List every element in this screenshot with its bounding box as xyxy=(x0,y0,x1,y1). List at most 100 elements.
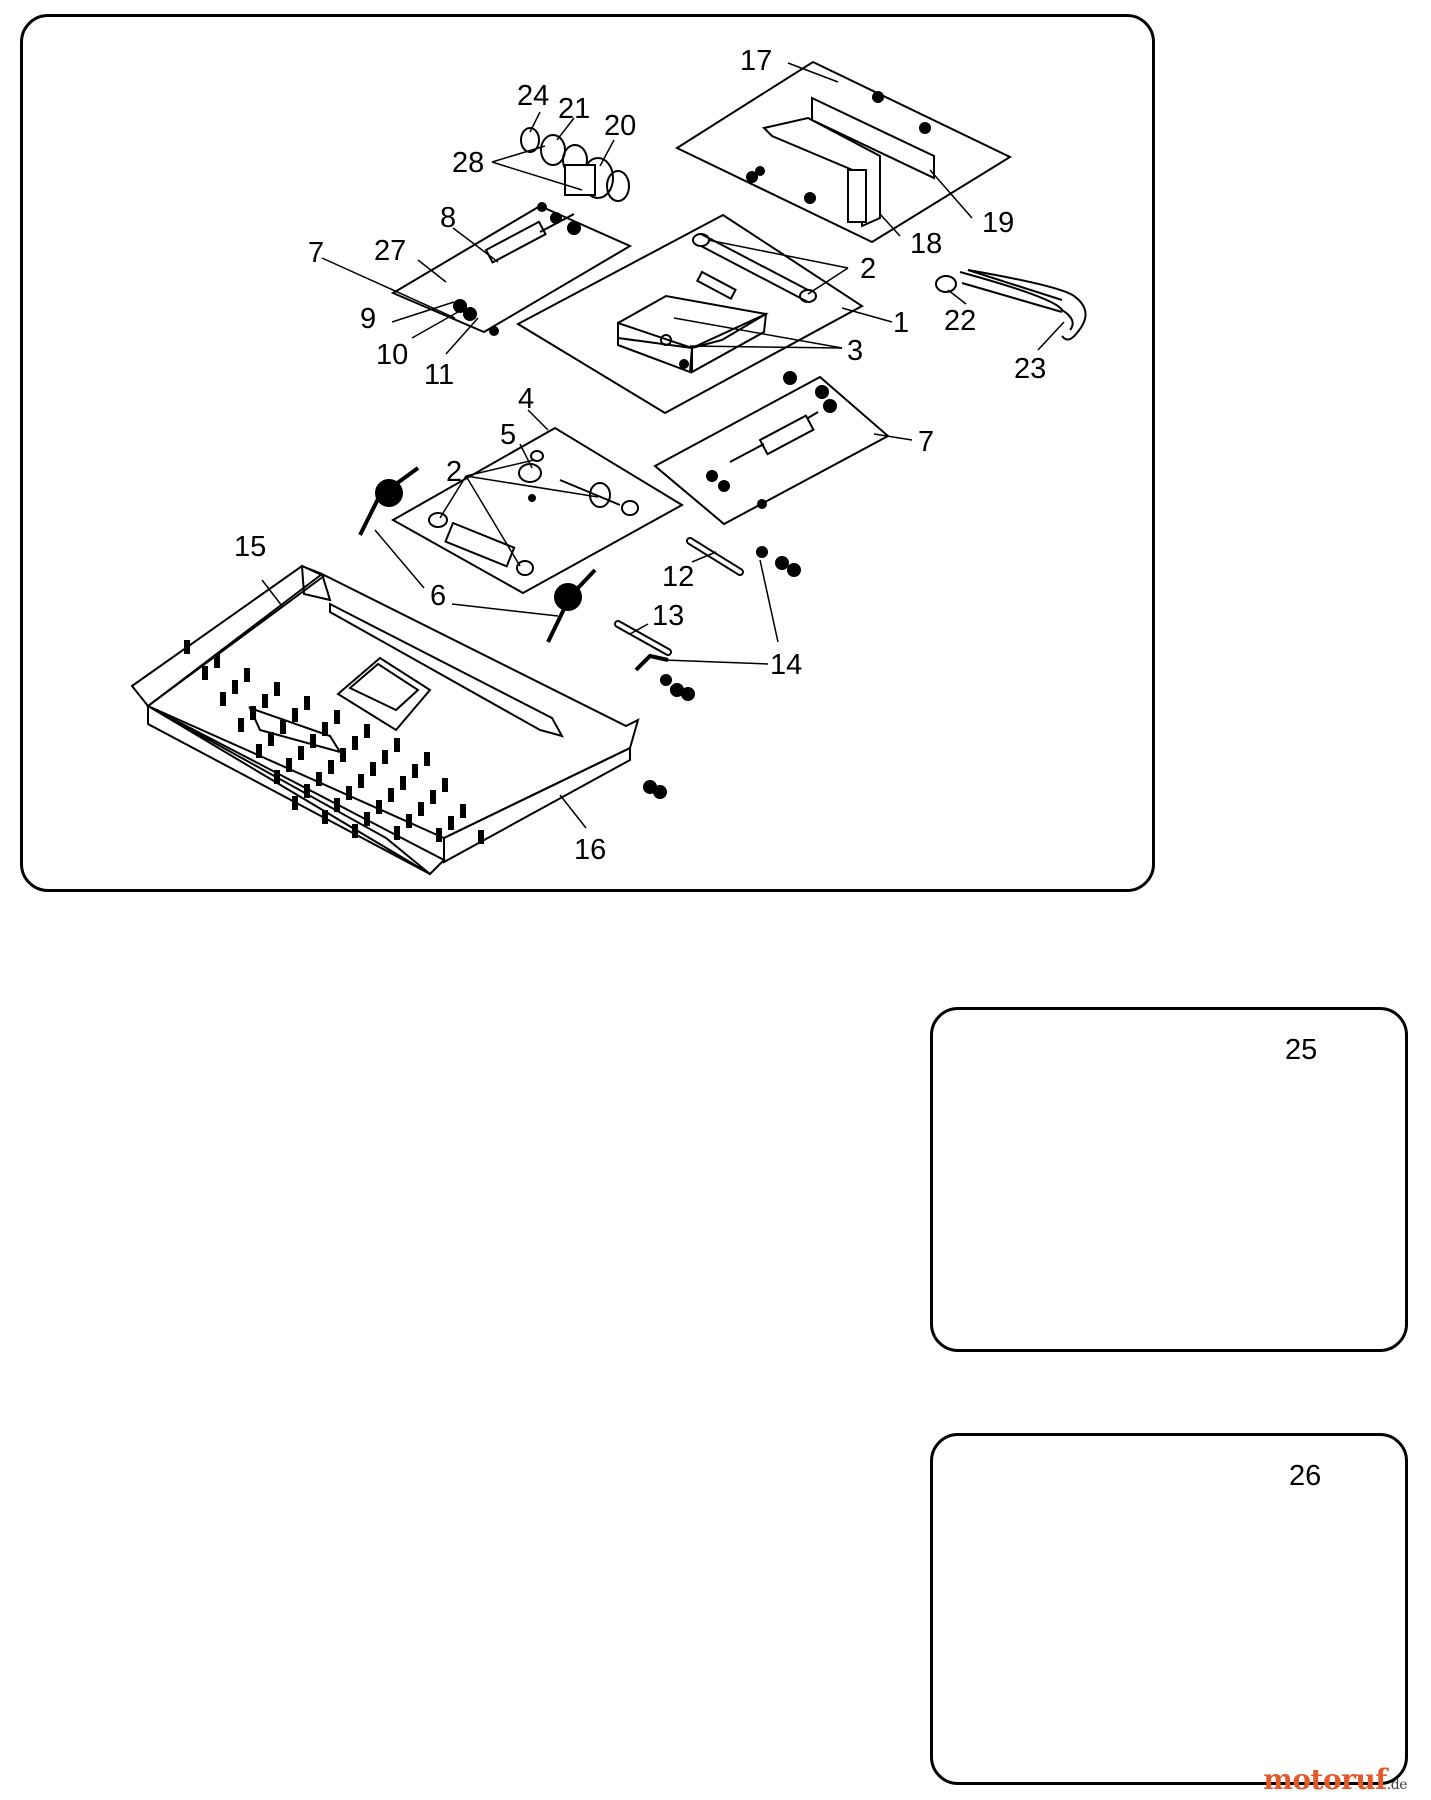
tread-stud xyxy=(352,736,358,750)
callout-11: 11 xyxy=(424,359,454,391)
tread-stud xyxy=(250,706,256,720)
plate-1 xyxy=(515,213,864,415)
callout-21: 21 xyxy=(558,93,590,125)
tread-stud xyxy=(394,826,400,840)
tread-stud xyxy=(340,748,346,762)
callout-8: 8 xyxy=(440,202,456,234)
callout-9: 9 xyxy=(360,303,376,335)
hook-rod-23 xyxy=(935,269,1087,341)
tread-stud xyxy=(268,732,274,746)
tread-stud xyxy=(292,708,298,722)
tread-stud xyxy=(358,774,364,788)
tread-stud xyxy=(334,710,340,724)
tread-stud xyxy=(334,798,340,812)
callout-7-upper: 7 xyxy=(308,237,324,269)
callout-19: 19 xyxy=(982,207,1014,239)
tread-stud xyxy=(382,750,388,764)
tread-stud xyxy=(238,718,244,732)
housing-part-1 xyxy=(617,233,817,374)
tread-stud xyxy=(202,666,208,680)
axle-parts-2-5 xyxy=(428,450,639,576)
callout-22: 22 xyxy=(944,305,976,337)
callout-23: 23 xyxy=(1014,353,1046,385)
tread-stud xyxy=(328,760,334,774)
tread-stud xyxy=(316,772,322,786)
tread-stud xyxy=(214,654,220,668)
callout-28: 28 xyxy=(452,147,484,179)
callout-7-lower: 7 xyxy=(918,426,934,458)
tread-stud xyxy=(322,722,328,736)
tread-stud xyxy=(304,784,310,798)
callout-2-upper: 2 xyxy=(860,253,876,285)
callout-labels: 17 24 21 20 28 19 8 18 7 27 2 1 22 9 3 1… xyxy=(234,45,1046,866)
pin-8 xyxy=(453,202,581,336)
tread-stud xyxy=(232,680,238,694)
tread-pattern xyxy=(184,640,484,844)
accessory-panel-25: 25 xyxy=(930,1007,1408,1352)
tread-stud xyxy=(394,738,400,752)
tread-stud xyxy=(346,786,352,800)
bracket-18-19 xyxy=(746,91,935,228)
tread-stud xyxy=(478,830,484,844)
callout-20: 20 xyxy=(604,110,636,142)
tread-stud xyxy=(412,764,418,778)
tread-stud xyxy=(406,814,412,828)
tread-stud xyxy=(310,734,316,748)
tread-stud xyxy=(400,776,406,790)
callout-27: 27 xyxy=(374,235,406,267)
watermark-text: motoruf xyxy=(1263,1763,1387,1796)
tread-stud xyxy=(460,804,466,818)
plate-4 xyxy=(390,426,684,595)
callout-17: 17 xyxy=(740,45,772,77)
tread-stud xyxy=(364,724,370,738)
tread-stud xyxy=(292,796,298,810)
accessory-panel-26: 26 xyxy=(930,1433,1408,1785)
tread-stud xyxy=(430,790,436,804)
tread-stud xyxy=(424,752,430,766)
panel-25-label: 25 xyxy=(1285,1034,1318,1066)
callout-5: 5 xyxy=(500,419,516,451)
springs-6 xyxy=(358,466,597,643)
tread-stud xyxy=(220,692,226,706)
callout-24: 24 xyxy=(517,80,549,112)
tread-stud xyxy=(418,802,424,816)
tread-stud xyxy=(436,828,442,842)
tread-stud xyxy=(376,800,382,814)
foot-plate-15-16 xyxy=(130,564,640,876)
tread-stud xyxy=(274,770,280,784)
plate-17 xyxy=(674,60,1013,244)
callout-12: 12 xyxy=(662,561,694,593)
pins-12-13-14 xyxy=(614,537,801,799)
tread-stud xyxy=(448,816,454,830)
tread-stud xyxy=(370,762,376,776)
tread-stud xyxy=(184,640,190,654)
pin-7 xyxy=(706,371,837,509)
plate-8 xyxy=(390,204,633,334)
callout-10: 10 xyxy=(376,339,408,371)
callout-14: 14 xyxy=(770,649,802,681)
tread-stud xyxy=(442,778,448,792)
callout-16: 16 xyxy=(574,834,606,866)
callout-13: 13 xyxy=(652,600,684,632)
tread-stud xyxy=(274,682,280,696)
tread-stud xyxy=(298,746,304,760)
callout-4: 4 xyxy=(518,383,534,415)
callout-6: 6 xyxy=(430,580,446,612)
watermark-suffix: .de xyxy=(1386,1777,1408,1793)
tread-stud xyxy=(262,694,268,708)
callout-2-lower: 2 xyxy=(446,456,462,488)
watermark: motoruf.de xyxy=(1263,1763,1407,1796)
tread-stud xyxy=(364,812,370,826)
tread-stud xyxy=(286,758,292,772)
tread-stud xyxy=(244,668,250,682)
callout-15: 15 xyxy=(234,531,266,563)
tread-stud xyxy=(256,744,262,758)
callout-18: 18 xyxy=(910,228,942,260)
callout-3: 3 xyxy=(847,335,863,367)
tread-stud xyxy=(388,788,394,802)
tread-stud xyxy=(280,720,286,734)
tread-stud xyxy=(322,810,328,824)
leader-lines xyxy=(261,62,1065,829)
callout-1: 1 xyxy=(893,307,909,339)
